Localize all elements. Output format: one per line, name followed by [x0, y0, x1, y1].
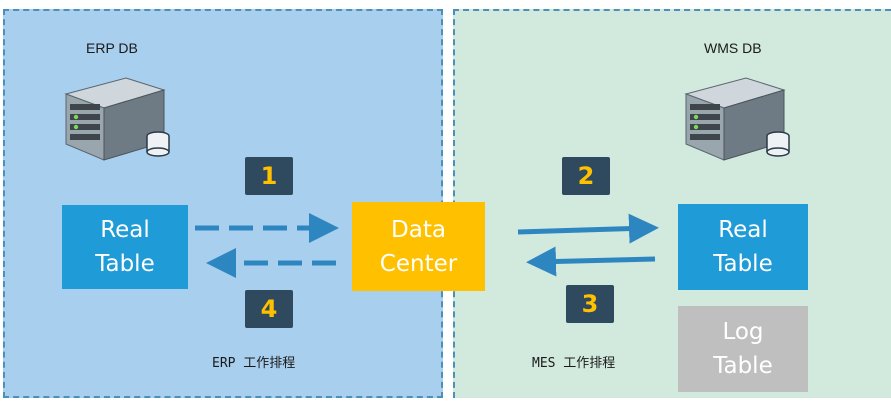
step-badge-3: 3: [566, 285, 614, 323]
data-center-line1: Data: [391, 216, 446, 243]
erp-schedule-caption: ERP 工作排程: [212, 356, 296, 371]
data-center-box: Data Center: [352, 202, 485, 291]
mes-schedule-caption: MES 工作排程: [532, 356, 616, 371]
server-database-icon: [684, 77, 790, 161]
step-badge-2: 2: [562, 157, 610, 195]
data-center-line2: Center: [379, 250, 458, 277]
wms-log-table-line1: Log: [722, 319, 764, 345]
erp-db-label: ERP DB: [86, 40, 138, 56]
wms-real-table-line1: Real: [718, 217, 768, 243]
step-badge-1: 1: [245, 157, 293, 195]
wms-db-label: WMS DB: [704, 40, 762, 56]
wms-log-table: Log Table: [678, 306, 808, 392]
erp-real-table: Real Table: [62, 205, 188, 289]
wms-real-table: Real Table: [678, 204, 808, 290]
wms-zone: [453, 9, 891, 398]
server-database-icon: [64, 77, 170, 161]
erp-real-table-line1: Real: [100, 217, 150, 243]
arrow-center-to-wms: [517, 213, 659, 244]
wms-log-table-line2: Table: [713, 353, 773, 379]
arrow-wms-to-center: [526, 246, 656, 277]
step-badge-4: 4: [245, 290, 293, 328]
erp-real-table-line2: Table: [95, 251, 155, 277]
wms-real-table-line2: Table: [713, 251, 773, 277]
